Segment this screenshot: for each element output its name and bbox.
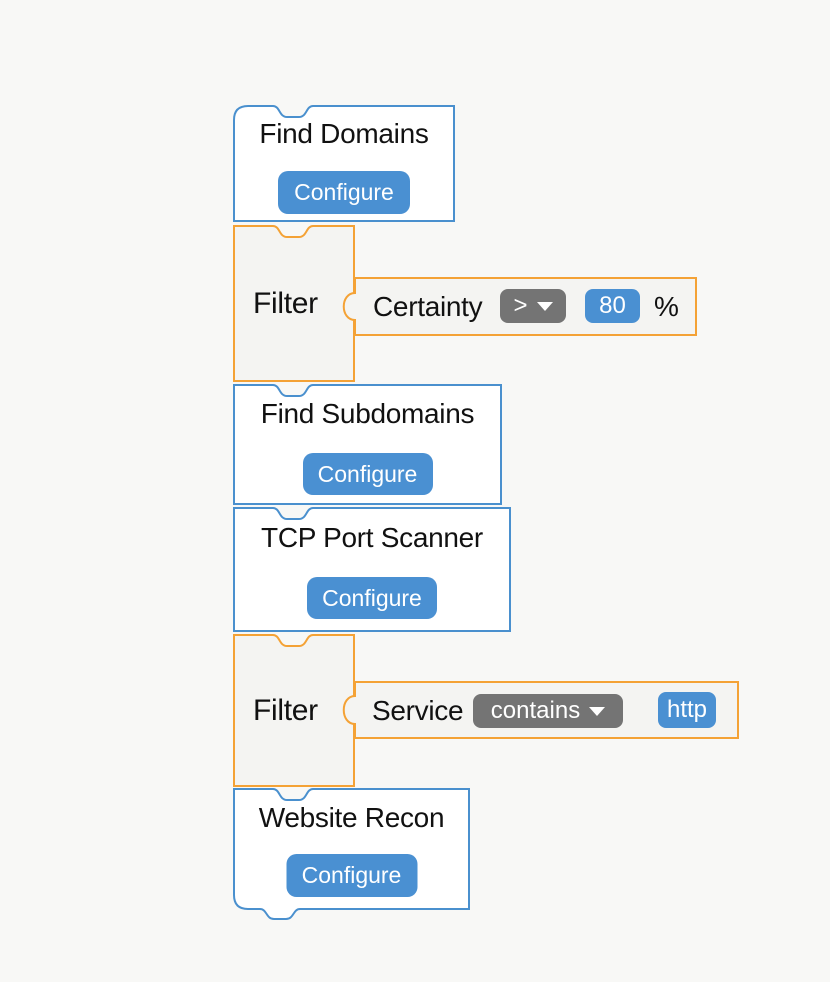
website-recon-configure-button[interactable]: Configure bbox=[286, 854, 417, 897]
block-filter-service[interactable]: Filter bbox=[233, 634, 355, 787]
find-subdomains-configure-button[interactable]: Configure bbox=[302, 453, 433, 495]
certainty-operator-value: > bbox=[513, 292, 528, 319]
service-value-field[interactable]: http bbox=[658, 692, 716, 728]
find-domains-configure-button[interactable]: Configure bbox=[278, 171, 410, 214]
website-recon-title: Website Recon bbox=[258, 802, 445, 833]
find-domains-title: Find Domains bbox=[259, 118, 429, 149]
filter-service-label: Filter bbox=[253, 694, 318, 727]
block-find-subdomains[interactable]: Find Subdomains Configure bbox=[233, 384, 502, 505]
tcp-port-scanner-configure-button[interactable]: Configure bbox=[307, 577, 437, 619]
block-tcp-port-scanner[interactable]: TCP Port Scanner Configure bbox=[233, 507, 511, 632]
service-operator-dropdown[interactable]: contains bbox=[473, 694, 623, 728]
certainty-value-field[interactable]: 80 bbox=[585, 289, 640, 323]
block-service-condition[interactable]: Service contains http bbox=[338, 680, 741, 741]
certainty-field-label: Certainty bbox=[373, 291, 483, 322]
dropdown-caret-icon bbox=[536, 301, 553, 311]
service-field-label: Service bbox=[372, 695, 464, 726]
service-operator-value: contains bbox=[490, 697, 581, 724]
block-find-domains[interactable]: Find Domains Configure bbox=[233, 105, 455, 222]
block-website-recon[interactable]: Website Recon Configure bbox=[233, 788, 470, 922]
block-filter-certainty[interactable]: Filter bbox=[233, 225, 355, 382]
filter-certainty-block-outline bbox=[233, 225, 355, 382]
certainty-operator-dropdown[interactable]: > bbox=[500, 289, 566, 323]
dropdown-caret-icon bbox=[589, 706, 606, 716]
tcp-port-scanner-block-outline bbox=[233, 507, 511, 632]
filter-service-block-outline bbox=[233, 634, 355, 787]
tcp-port-scanner-title: TCP Port Scanner bbox=[261, 522, 483, 553]
certainty-unit-label: % bbox=[654, 291, 679, 322]
find-subdomains-block-outline bbox=[233, 384, 502, 505]
block-certainty-condition[interactable]: Certainty > 80 % bbox=[338, 276, 699, 337]
find-subdomains-title: Find Subdomains bbox=[260, 398, 475, 429]
filter-certainty-label: Filter bbox=[253, 287, 318, 320]
